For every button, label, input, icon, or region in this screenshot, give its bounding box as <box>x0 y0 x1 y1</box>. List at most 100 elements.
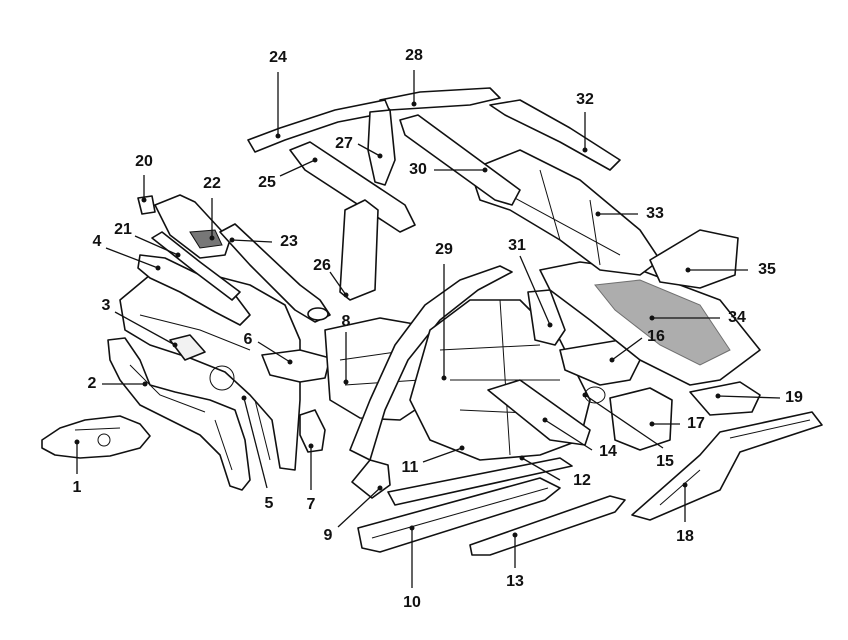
part-10-detail <box>371 487 549 539</box>
part-18-detail <box>659 419 811 506</box>
dot-35 <box>685 267 691 273</box>
callout-16: 16 <box>647 328 665 345</box>
dot-11 <box>459 445 465 451</box>
leader-14 <box>544 419 593 451</box>
callout-22: 22 <box>203 175 221 192</box>
part-3-detail <box>139 314 271 461</box>
callout-23: 23 <box>280 233 298 250</box>
dot-13 <box>512 532 518 538</box>
dot-7 <box>308 443 314 449</box>
part-16-loop <box>584 386 606 404</box>
leader-4 <box>105 247 159 269</box>
callout-15: 15 <box>656 453 674 470</box>
part-23-end <box>307 307 329 321</box>
callout-10: 10 <box>403 594 421 611</box>
callout-5: 5 <box>265 495 274 512</box>
part-34-hatch <box>594 279 731 366</box>
dot-25 <box>312 157 318 163</box>
part-10-rocker <box>357 477 561 553</box>
callout-17: 17 <box>687 415 705 432</box>
callout-18: 18 <box>676 528 694 545</box>
part-13-inner-sill <box>469 495 626 556</box>
callout-20: 20 <box>135 153 153 170</box>
dot-29 <box>441 375 447 381</box>
leader-6 <box>257 341 291 363</box>
part-35-bracket <box>649 229 739 289</box>
callout-34: 34 <box>728 309 746 326</box>
dot-22 <box>209 235 215 241</box>
callout-4: 4 <box>93 233 102 250</box>
part-1-bracket <box>41 415 151 459</box>
leader-16 <box>611 337 643 361</box>
dot-30 <box>482 167 488 173</box>
callout-26: 26 <box>313 257 331 274</box>
callout-labels: 1 2 3 4 5 6 7 8 9 10 11 12 13 14 15 16 1… <box>73 47 803 611</box>
callout-30: 30 <box>409 161 427 178</box>
part-1-detail <box>74 427 121 447</box>
dot-26 <box>343 292 349 298</box>
part-21-rail <box>151 231 241 301</box>
dot-5 <box>241 395 247 401</box>
part-17-rear-rail <box>609 387 673 451</box>
part-29-a-pillar <box>349 265 513 461</box>
part-25-roof-bow <box>289 141 416 233</box>
leader-19 <box>717 395 781 399</box>
part-20-cap <box>137 195 156 215</box>
leader-26 <box>329 271 347 296</box>
dot-23 <box>229 237 235 243</box>
dot-34 <box>649 315 655 321</box>
part-12-sill <box>387 457 573 506</box>
callout-33: 33 <box>646 205 664 222</box>
leader-27 <box>357 143 381 157</box>
callout-14: 14 <box>599 443 617 460</box>
dot-15 <box>582 392 588 398</box>
dot-27 <box>377 153 383 159</box>
dot-8 <box>343 379 349 385</box>
callout-12: 12 <box>573 472 591 489</box>
leader-9 <box>337 487 381 528</box>
dot-3 <box>172 342 178 348</box>
leader-lines <box>76 70 781 588</box>
part-7-bracket <box>299 409 326 453</box>
callout-6: 6 <box>244 331 253 348</box>
dot-33 <box>595 211 601 217</box>
part-9-bracket <box>351 459 391 499</box>
callout-24: 24 <box>269 49 287 66</box>
dot-31 <box>547 322 553 328</box>
part-28-header <box>379 87 501 111</box>
leader-15 <box>584 394 664 449</box>
dot-32 <box>582 147 588 153</box>
dot-1 <box>74 439 80 445</box>
part-22-hatch <box>189 229 223 249</box>
dot-20 <box>141 197 147 203</box>
callout-11: 11 <box>402 459 419 476</box>
part-center-detail <box>439 299 571 456</box>
leader-3 <box>114 311 176 346</box>
leader-12 <box>521 457 561 481</box>
callout-8: 8 <box>342 313 351 330</box>
callout-7: 7 <box>307 496 316 513</box>
dot-6 <box>287 359 293 365</box>
dot-24 <box>275 133 281 139</box>
leader-31 <box>519 255 551 326</box>
callout-13: 13 <box>506 573 524 590</box>
leader-dots <box>74 101 721 538</box>
dot-28 <box>411 101 417 107</box>
dot-14 <box>542 417 548 423</box>
part-19-bracket <box>689 381 761 416</box>
callout-19: 19 <box>785 389 803 406</box>
callout-21: 21 <box>114 221 132 238</box>
dot-2 <box>142 381 148 387</box>
dot-21 <box>175 252 181 258</box>
callout-9: 9 <box>324 527 333 544</box>
part-2-detail <box>129 364 233 471</box>
callout-2: 2 <box>88 375 97 392</box>
leader-5 <box>243 397 268 489</box>
leader-11 <box>422 447 463 463</box>
part-6-gusset <box>261 349 331 383</box>
callout-1: 1 <box>73 479 82 496</box>
part-33-rear-frame <box>469 149 661 276</box>
callout-27: 27 <box>335 135 353 152</box>
